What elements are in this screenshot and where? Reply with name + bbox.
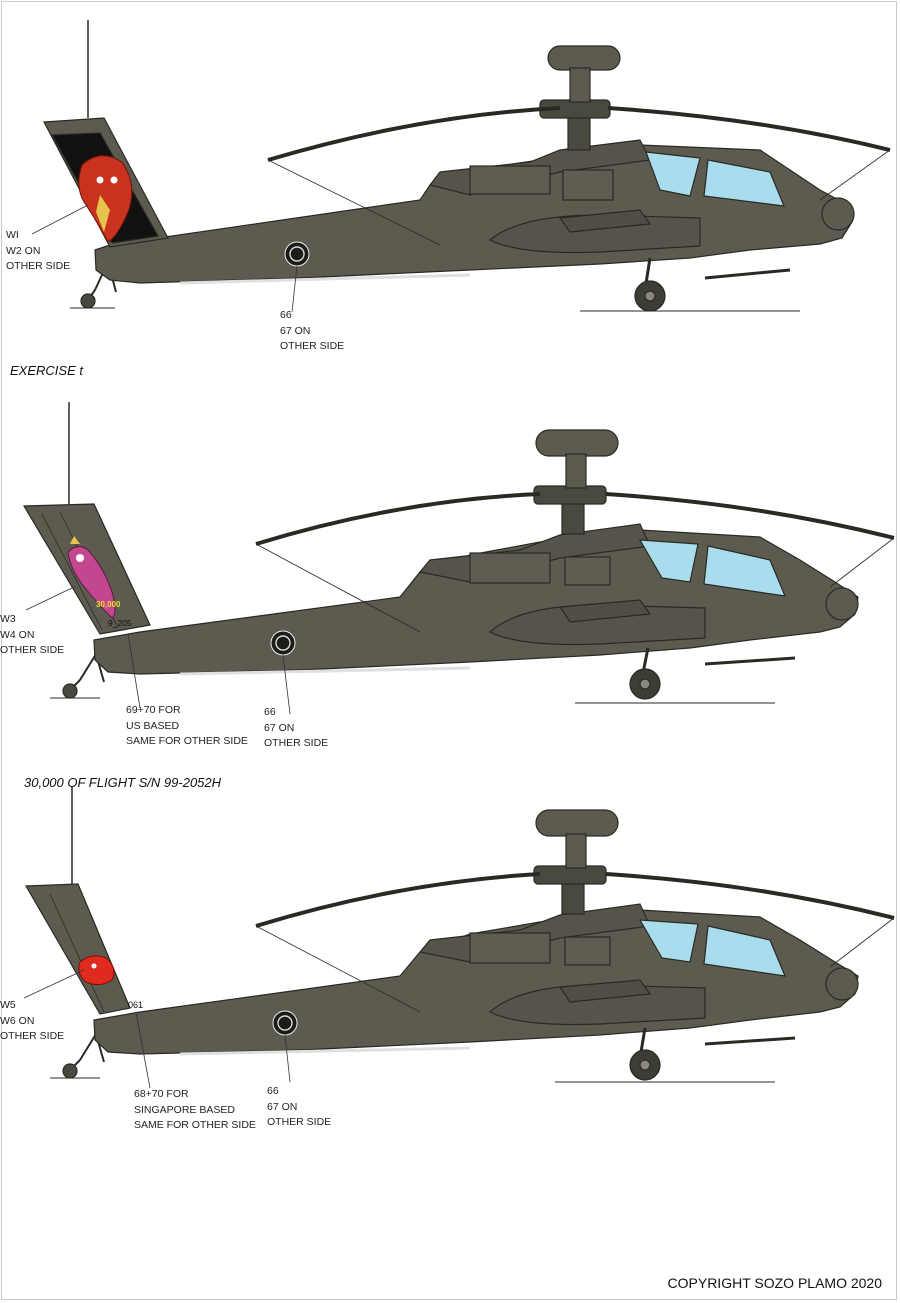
squadron-roundel-icon [284,241,310,267]
red-eagle-on-black-fin-icon [78,155,133,243]
callout-tail-art-1: WI W2 ON OTHER SIDE [6,228,70,275]
callout-serial-2: 69+70 FOR US BASED SAME FOR OTHER SIDE [126,703,248,750]
callout-line: W4 ON [0,628,35,641]
callout-line: 67 ON [267,1100,298,1113]
callout-line: OTHER SIDE [6,260,71,272]
callout-line: SINGAPORE BASED [134,1103,235,1116]
callout-line: W5 [0,999,16,1011]
squadron-roundel-icon [270,630,296,656]
callout-line: SAME FOR OTHER SIDE [134,1119,256,1131]
callout-tail-art-3: W5 W6 ON OTHER SIDE [0,998,64,1045]
tail-serial-number: 061 [128,1000,143,1010]
callout-line: OTHER SIDE [267,1116,332,1128]
callout-line: 67 ON [280,324,311,337]
callout-line: OTHER SIDE [280,340,345,352]
pink-mascot-icon [67,536,116,619]
helicopter-profile-1 [31,20,891,313]
callout-line: 67 ON [264,721,295,734]
callout-roundel-2: 66 67 ON OTHER SIDE [264,705,328,752]
callout-line: 68+70 FOR [134,1088,189,1100]
helicopter-profile-3: 061 [23,786,895,1089]
callout-line: 66 [264,706,276,718]
callout-serial-3: 68+70 FOR SINGAPORE BASED SAME FOR OTHER… [134,1087,256,1134]
callout-line: OTHER SIDE [0,1030,65,1042]
callout-roundel-3: 66 67 ON OTHER SIDE [267,1084,331,1131]
callout-leaders [23,969,291,1089]
callout-line: W2 ON [6,244,41,257]
callout-line: US BASED [126,719,180,732]
profile-caption-2: 30,000 OF FLIGHT S/N 99-2052H [24,775,222,790]
callout-line: SAME FOR OTHER SIDE [126,735,248,747]
flight-hours-stamp: 30,000 [96,600,121,609]
helicopter-profile-2: 30,000 9_205 [22,402,895,715]
callout-line: 66 [280,309,292,321]
callout-line: W3 [0,613,16,625]
callout-line: WI [6,229,19,241]
callout-line: OTHER SIDE [0,644,65,656]
callout-leaders [25,585,291,715]
callout-leaders [31,204,298,313]
callout-line: OTHER SIDE [264,737,329,749]
callout-line: 69+70 FOR [126,704,181,716]
callout-roundel-1: 66 67 ON OTHER SIDE [280,308,344,355]
callout-tail-art-2: W3 W4 ON OTHER SIDE [0,612,64,659]
callout-line: 66 [267,1085,279,1097]
apache-silhouette [24,786,895,1083]
tail-serial-number: 9_205 [108,618,132,628]
squadron-roundel-icon [272,1010,298,1036]
apache-silhouette [22,402,895,704]
copyright-notice: COPYRIGHT SOZO PLAMO 2020 [667,1275,882,1291]
red-mascot-icon [78,955,115,986]
profile-caption-1: EXERCISE t [10,363,83,378]
apache-silhouette [43,20,891,312]
callout-line: W6 ON [0,1014,35,1027]
